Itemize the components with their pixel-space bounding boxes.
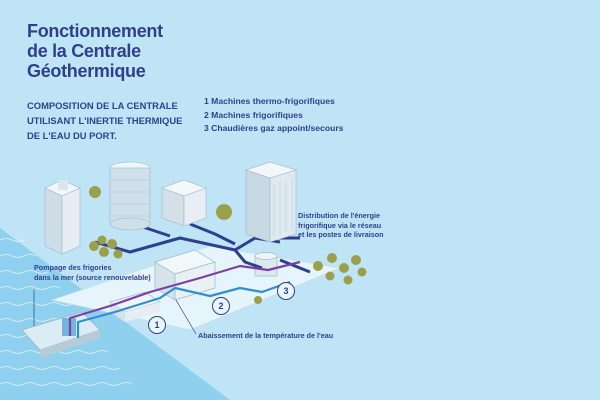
marker-1: 1 — [148, 316, 166, 334]
title-line-2: de la Centrale — [27, 41, 141, 61]
legend-item: 1 Machines thermo-frigorifiques — [204, 96, 335, 106]
subtitle-line-1: COMPOSITION DE LA CENTRALE — [27, 100, 178, 111]
pumping-line-2: dans la mer (source renouvelable) — [34, 272, 151, 282]
distribution-line-1: Distribution de l'énergie — [298, 211, 380, 220]
city-building-3 — [161, 179, 207, 227]
warm-water-pipe — [68, 260, 301, 336]
tree-cluster — [89, 186, 367, 304]
city-tower-2 — [109, 161, 151, 231]
pumping-callout: Pompage des frigories dans la mer (sourc… — [34, 263, 184, 282]
subtitle-line-3: DE L'EAU DU PORT. — [27, 130, 117, 141]
temperature-drop-callout: Abaissement de la température de l'eau — [198, 331, 334, 340]
distribution-line-3: et les postes de livraison — [298, 230, 384, 239]
city-tower-4 — [245, 161, 298, 243]
title-line-3: Géothermique — [27, 61, 146, 81]
title-line-1: Fonctionnement — [27, 21, 163, 41]
distribution-callout: Distribution de l'énergie frigorifique v… — [298, 211, 438, 240]
legend-item: 3 Chaudières gaz appoint/secours — [204, 123, 344, 133]
component-legend: 1 Machines thermo-frigorifiques 2 Machin… — [204, 95, 343, 136]
plant-building-tank — [254, 252, 278, 277]
legend-item: 2 Machines frigorifiques — [204, 109, 303, 120]
page-title: Fonctionnement de la Centrale Géothermiq… — [27, 21, 277, 81]
subtitle-line-2: UTILISANT L'INERTIE THERMIQUE — [27, 115, 183, 126]
subtitle: COMPOSITION DE LA CENTRALE UTILISANT L'I… — [27, 98, 197, 143]
marker-2: 2 — [212, 297, 230, 315]
distribution-line-2: frigorifique via le réseau — [298, 220, 382, 230]
city-tower-1 — [44, 179, 81, 255]
marker-3: 3 — [277, 282, 295, 300]
cold-water-pipe — [76, 280, 291, 338]
pumping-line-1: Pompage des frigories — [34, 263, 112, 272]
